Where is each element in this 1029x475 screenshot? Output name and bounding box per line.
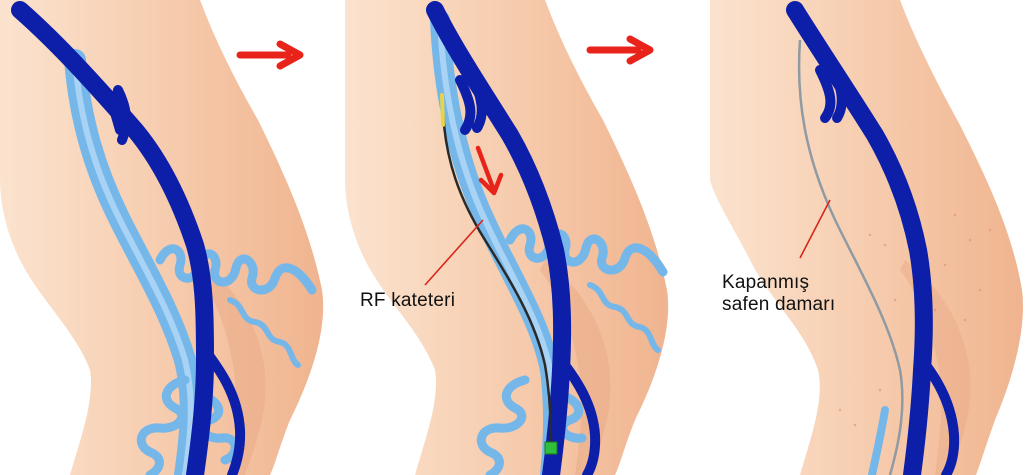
closed-vein-label: Kapanmış safen damarı bbox=[722, 272, 835, 316]
catheter-entry-port bbox=[545, 442, 557, 454]
rf-catheter-tip bbox=[442, 95, 443, 125]
closed-vein-label-line2: safen damarı bbox=[722, 294, 835, 316]
closed-vein-label-line1: Kapanmış bbox=[722, 272, 835, 294]
panel-rf-catheter bbox=[345, 0, 685, 475]
leg-silhouette bbox=[710, 0, 1023, 475]
leg-silhouette bbox=[0, 0, 323, 475]
rf-catheter-label: RF kateteri bbox=[360, 290, 455, 312]
panel-before-treatment bbox=[0, 0, 340, 475]
right-arrow-icon bbox=[236, 40, 306, 70]
panel-after-treatment bbox=[690, 0, 1029, 475]
right-arrow-icon bbox=[586, 35, 656, 65]
